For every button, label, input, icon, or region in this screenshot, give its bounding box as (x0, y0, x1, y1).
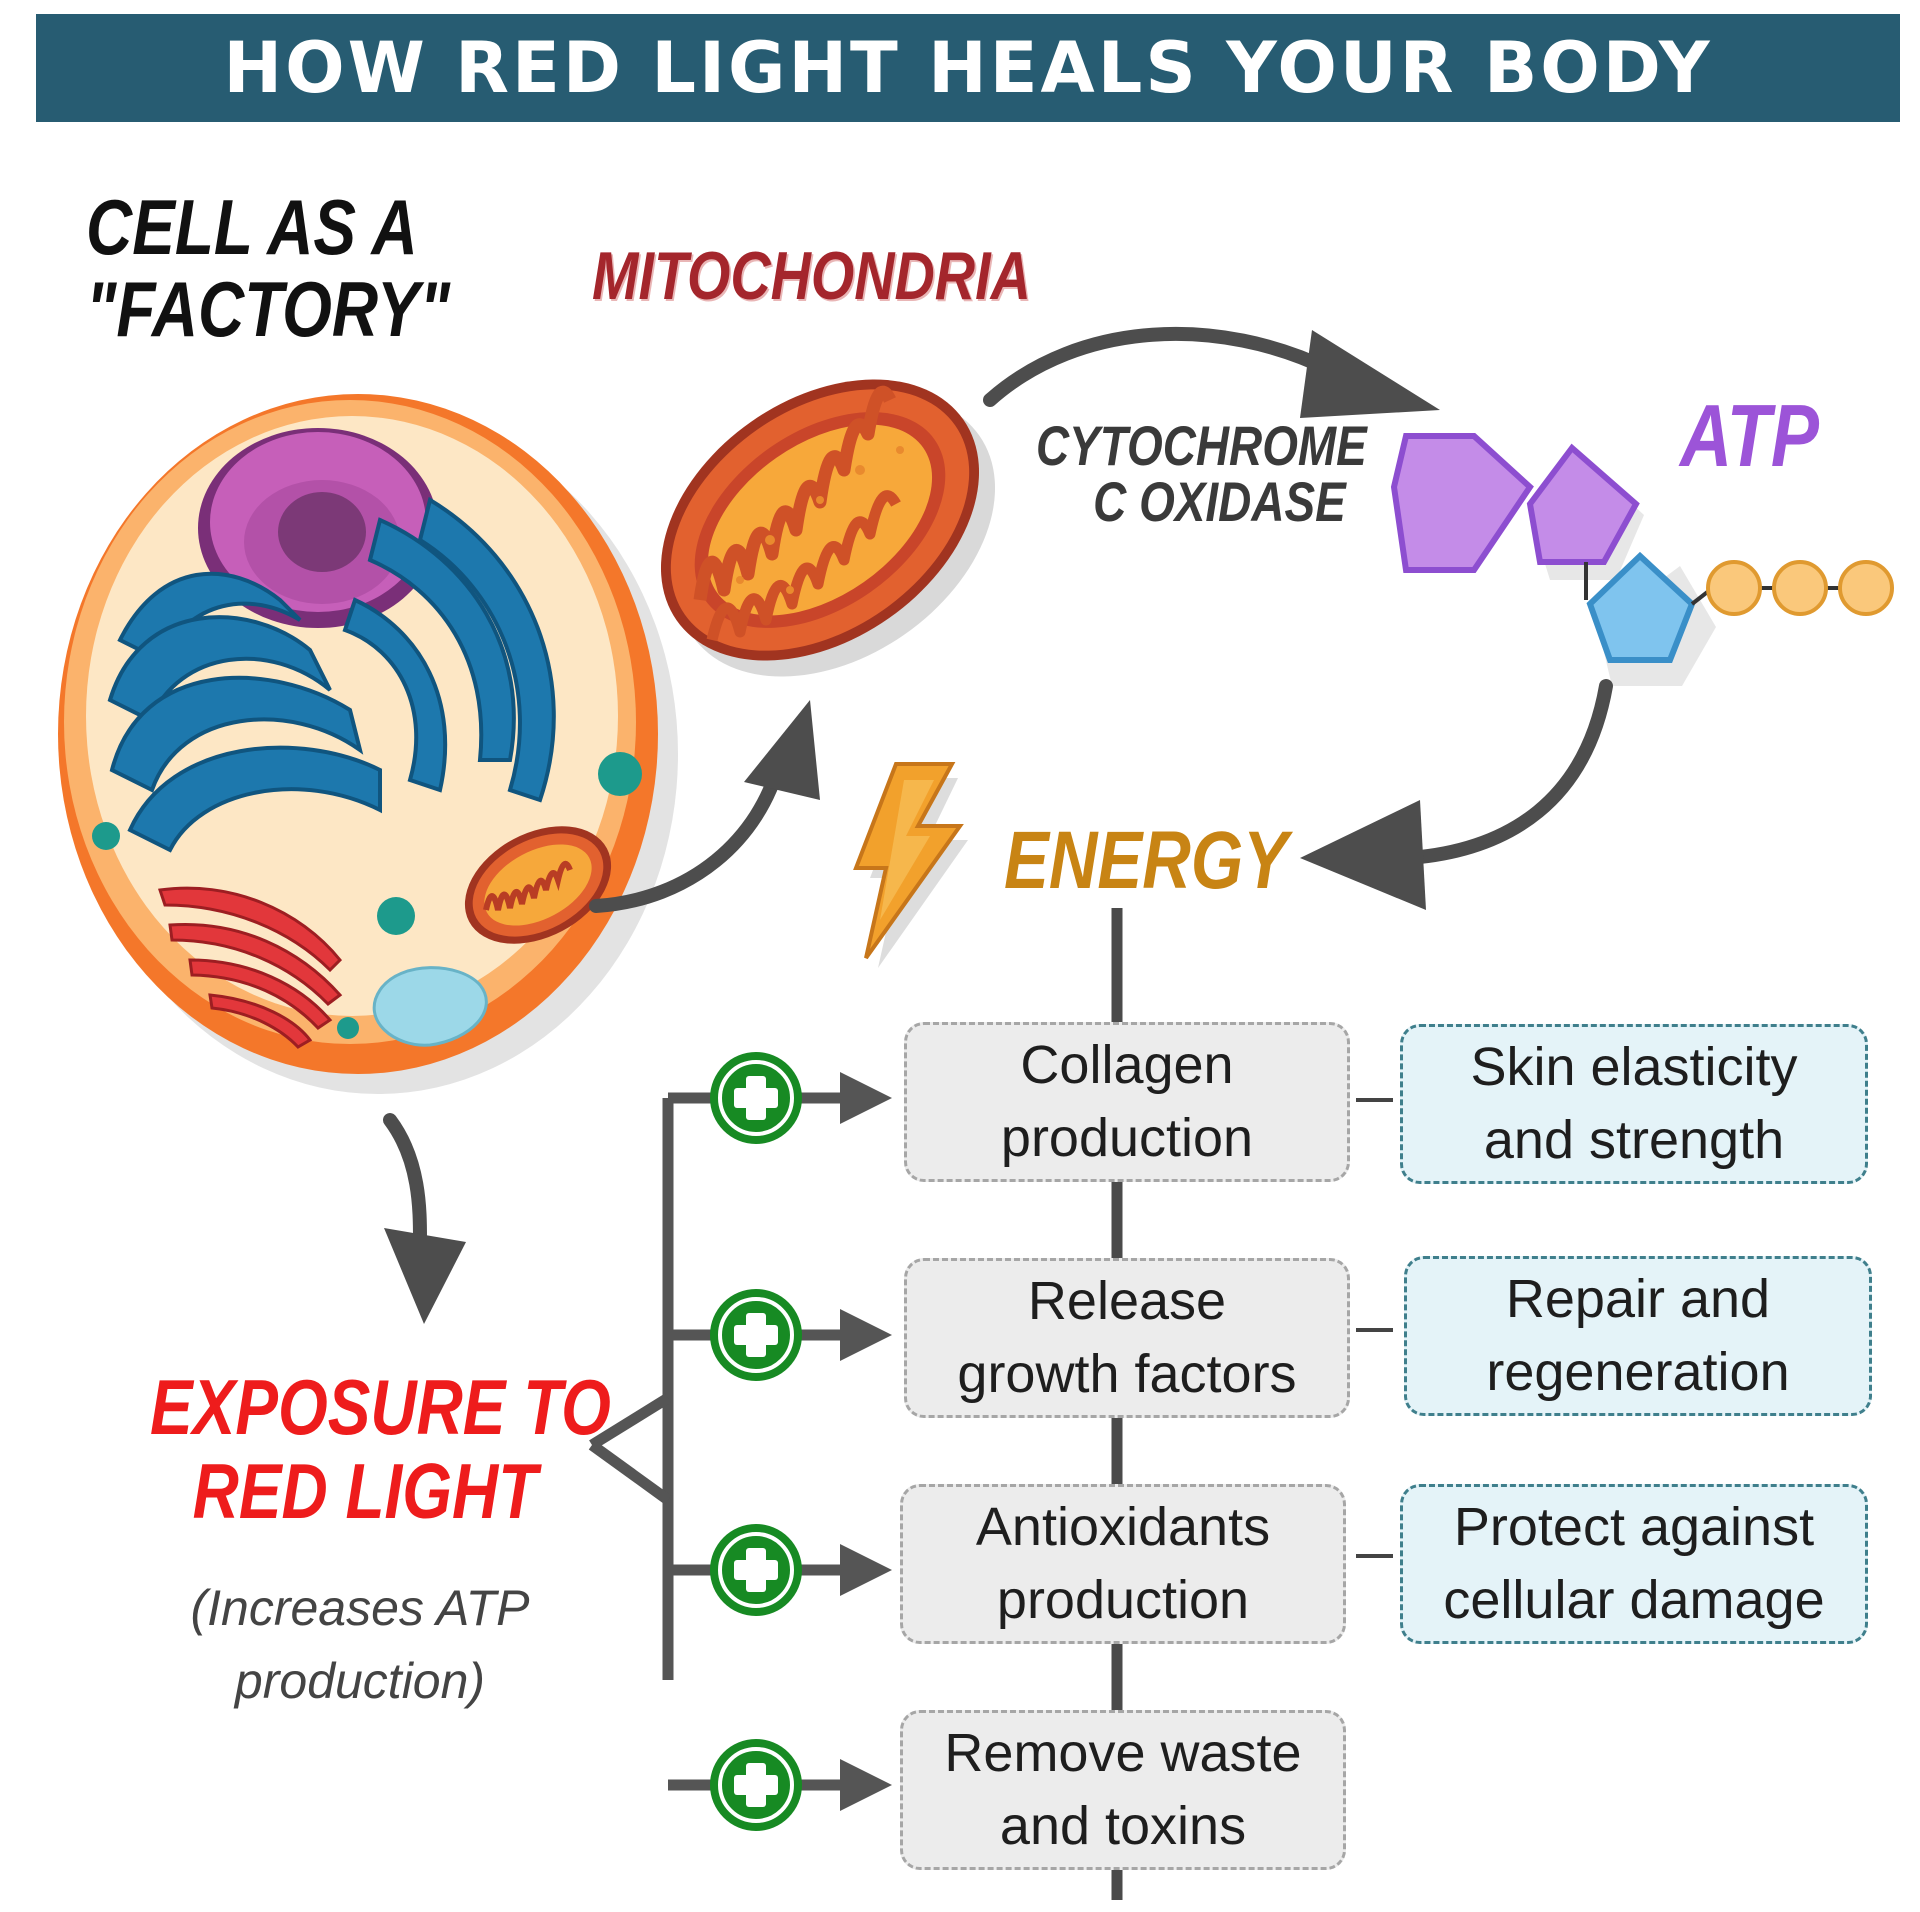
effect-text: Skin elasticity (1470, 1037, 1798, 1098)
atp-label: ATP (1680, 386, 1819, 485)
enzyme-label: CYTOCHROME C OXIDASE (1036, 418, 1367, 530)
effect-text: Protect against (1453, 1497, 1815, 1558)
title-banner: HOW RED LIGHT HEALS YOUR BODY (36, 14, 1900, 122)
process-text: Remove waste (944, 1723, 1302, 1784)
process-text: and toxins (999, 1796, 1247, 1856)
exposure-label-line-1: EXPOSURE TO (150, 1363, 611, 1451)
branch-lines (588, 1092, 880, 1791)
effect-text: cellular damage (1443, 1570, 1825, 1630)
plus-icon-2 (710, 1289, 802, 1381)
process-text: Collagen (1020, 1035, 1234, 1096)
cell-illustration (58, 394, 678, 1094)
exposure-label-line-2: RED LIGHT (192, 1447, 538, 1535)
enzyme-label-line-1: CYTOCHROME (1036, 414, 1367, 477)
energy-label: ENERGY (1004, 815, 1288, 906)
process-text: Release (1027, 1271, 1227, 1332)
effect-box-protect: Protect against cellular damage (1400, 1484, 1868, 1644)
process-text: production (996, 1570, 1250, 1630)
exposure-note: (Increases ATP production) (150, 1572, 570, 1717)
process-text: Antioxidants (975, 1497, 1271, 1558)
mitochondrion-illustration (660, 379, 996, 677)
small-mitochondrion (464, 826, 612, 944)
cell-label-line-1: CELL AS A (86, 183, 418, 271)
effect-text: and strength (1483, 1110, 1785, 1170)
process-text: growth factors (957, 1344, 1297, 1404)
cell-label: CELL AS A "FACTORY" (86, 188, 450, 352)
process-box-collagen: Collagen production (904, 1022, 1350, 1182)
process-box-growth-factors: Release growth factors (904, 1258, 1350, 1418)
branch-arrowheads (840, 1072, 892, 1811)
flow-arrowheads (384, 330, 1440, 1324)
exposure-label: EXPOSURE TO RED LIGHT (150, 1368, 611, 1530)
plus-icon-3 (710, 1524, 802, 1616)
page-title: HOW RED LIGHT HEALS YOUR BODY (223, 27, 1713, 109)
atp-molecule-illustration (1390, 433, 1894, 686)
exposure-note-line-2: production) (234, 1652, 486, 1709)
process-box-antioxidants: Antioxidants production (900, 1484, 1346, 1644)
plus-icon-1 (710, 1052, 802, 1144)
plus-icon-4 (710, 1739, 802, 1831)
process-box-waste-removal: Remove waste and toxins (900, 1710, 1346, 1870)
effect-box-skin: Skin elasticity and strength (1400, 1024, 1868, 1184)
lightning-bolt-icon (853, 762, 968, 968)
effect-connectors (1356, 1098, 1393, 1558)
exposure-note-line-1: (Increases ATP (190, 1580, 530, 1636)
effect-text: Repair and (1505, 1269, 1771, 1330)
effect-box-repair: Repair and regeneration (1404, 1256, 1872, 1416)
effect-text: regeneration (1486, 1342, 1790, 1402)
process-text: production (1000, 1108, 1254, 1168)
mitochondria-label: MITOCHONDRIA (592, 238, 1031, 314)
flow-arrows (383, 326, 1613, 1247)
enzyme-label-line-2: C OXIDASE (1093, 470, 1346, 533)
cell-label-line-2: "FACTORY" (86, 265, 450, 353)
